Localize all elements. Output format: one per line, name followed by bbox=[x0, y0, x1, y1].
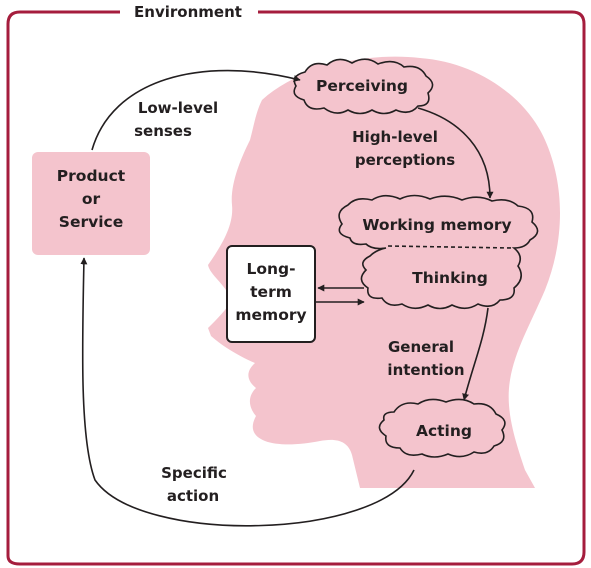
working-memory-thinking-cloud bbox=[338, 194, 539, 310]
product-label-2: or bbox=[82, 190, 101, 208]
arrow-acting-to-product bbox=[80, 257, 415, 527]
specific-action-label-1: Specific bbox=[161, 464, 227, 482]
general-intention-label-1: General bbox=[388, 338, 454, 356]
low-level-label-2: senses bbox=[134, 122, 192, 140]
high-level-label-2: perceptions bbox=[355, 151, 455, 169]
working-memory-label: Working memory bbox=[362, 216, 511, 234]
thinking-label: Thinking bbox=[412, 269, 488, 287]
general-intention-label-2: intention bbox=[387, 361, 464, 379]
long-term-memory-box bbox=[226, 245, 316, 343]
specific-action-label-2: action bbox=[167, 487, 219, 505]
acting-label: Acting bbox=[416, 422, 472, 440]
high-level-label-1: High-level bbox=[352, 128, 438, 146]
perceiving-label: Perceiving bbox=[316, 77, 408, 95]
product-box bbox=[32, 152, 150, 255]
low-level-label-1: Low-level bbox=[138, 99, 218, 117]
long-term-label-1: Long- bbox=[246, 260, 295, 278]
environment-title: Environment bbox=[134, 3, 242, 21]
arrow-perceiving-to-working-memory bbox=[417, 107, 494, 199]
long-term-label-3: memory bbox=[235, 306, 306, 324]
acting-cloud bbox=[378, 398, 506, 458]
product-label-1: Product bbox=[57, 167, 126, 185]
perceiving-cloud bbox=[293, 58, 434, 115]
arrow-product-to-perceiving bbox=[91, 69, 301, 151]
long-term-label-2: term bbox=[250, 283, 292, 301]
product-label-3: Service bbox=[59, 213, 123, 231]
environment-frame bbox=[6, 10, 586, 566]
arrow-thinking-to-acting bbox=[462, 307, 489, 401]
